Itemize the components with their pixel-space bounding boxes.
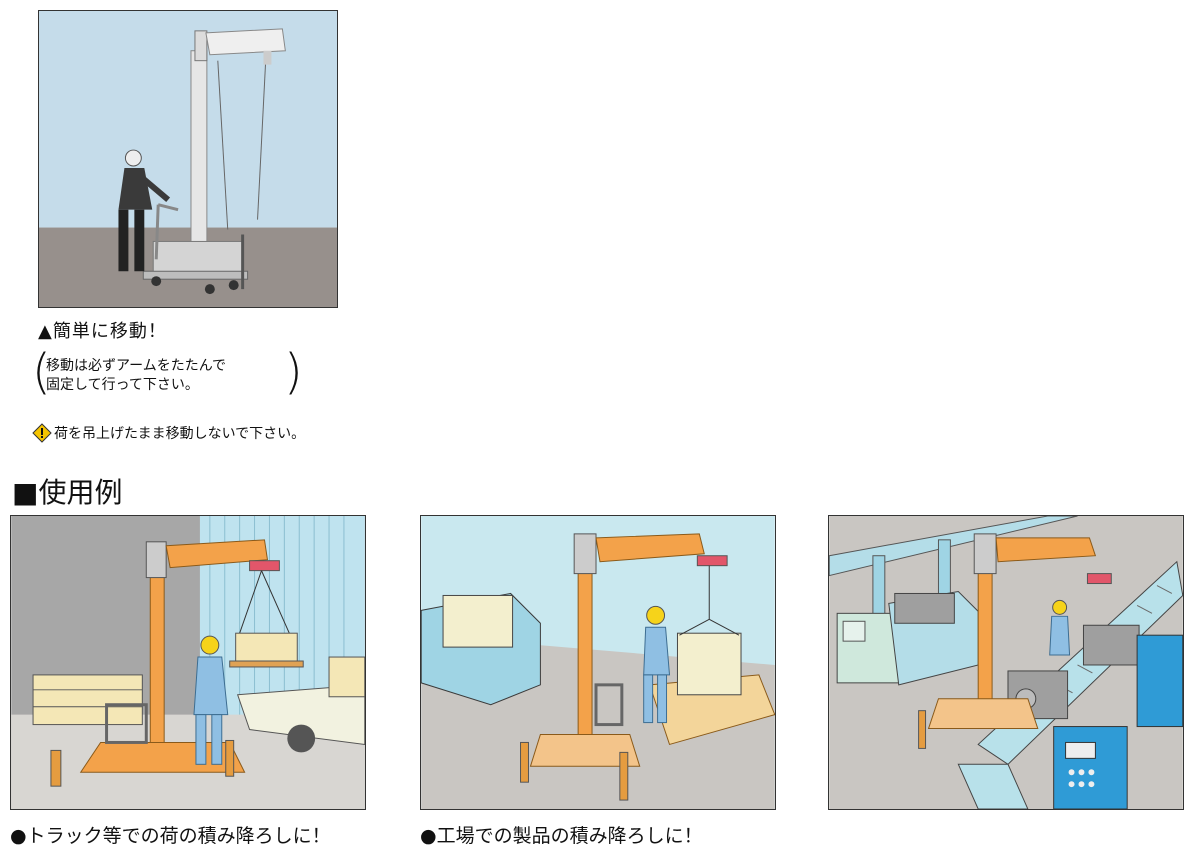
note-line-1: 移動は必ずアームをたたんで: [46, 358, 227, 374]
truck-loading-illustration-icon: [11, 516, 365, 809]
right-parenthesis: ): [284, 344, 303, 400]
photo-caption: ▲簡単に移動！: [38, 321, 167, 342]
crane-photo-icon: [39, 11, 337, 307]
conveyor-line-illustration-icon: [829, 516, 1183, 809]
warning-line: 荷を吊上げたまま移動しないで下さい。: [32, 423, 305, 443]
example-caption-truck: ●トラック等での荷の積み降ろしに！: [10, 825, 331, 847]
factory-loading-illustration-icon: [421, 516, 775, 809]
warning-text: 荷を吊上げたまま移動しないで下さい。: [54, 426, 306, 442]
example-factory-loading: [420, 515, 776, 810]
left-parenthesis: (: [32, 344, 51, 400]
note-line-2: 固定して行って下さい。: [46, 377, 199, 393]
example-conveyor-line: [828, 515, 1184, 810]
movement-note: ( 移動は必ずアームをたたんで 固定して行って下さい。 ): [32, 344, 312, 407]
section-title: ■使用例: [12, 476, 123, 509]
warning-icon: [32, 423, 52, 443]
example-truck-loading: [10, 515, 366, 810]
example-caption-factory: ●工場での製品の積み降ろしに！: [420, 825, 703, 847]
movement-note-text: 移動は必ずアームをたたんで 固定して行って下さい。: [46, 357, 226, 395]
crane-photo: [38, 10, 338, 308]
